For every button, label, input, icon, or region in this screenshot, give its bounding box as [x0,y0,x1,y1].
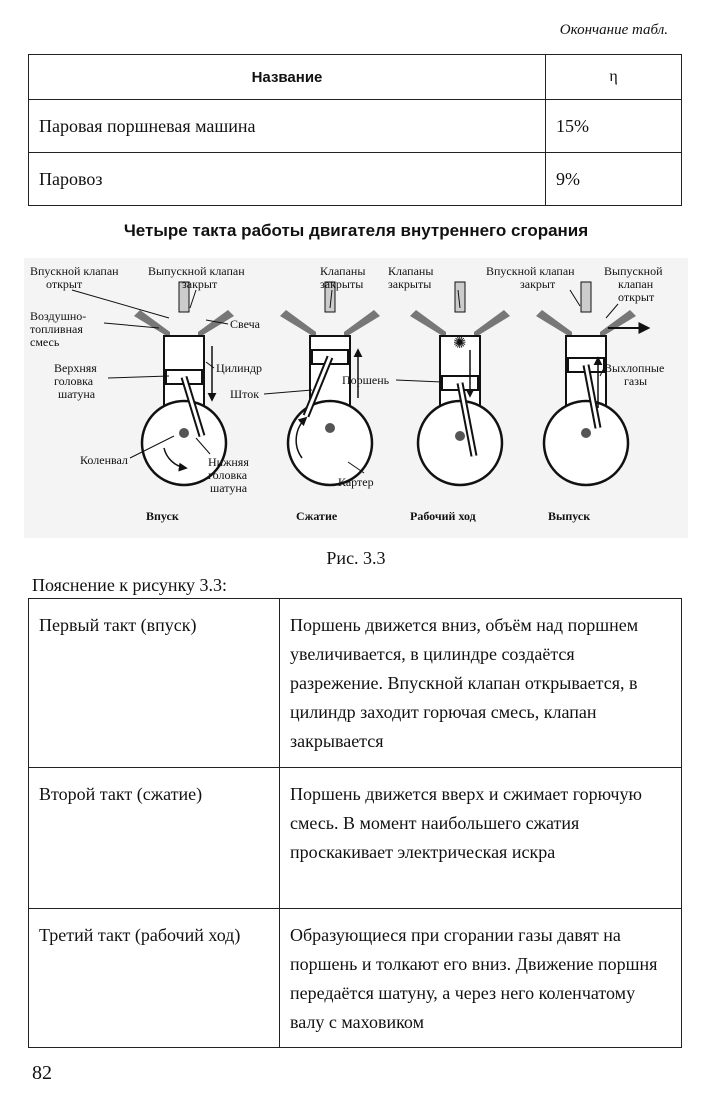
label-fuel-mixture: Воздушно- топливная смесь [30,309,89,349]
table-row: Паровая поршневая машина 15% [28,99,682,153]
table-row: Паровоз 9% [28,152,682,206]
label-upper-rod-head: Верхняя головка шатуна [54,361,100,401]
explanation-table: Первый такт (впуск) Поршень движется вни… [28,598,682,1048]
figure-caption: Рис. 3.3 [326,548,386,568]
table-row: Первый такт (впуск) Поршень движется вни… [28,598,682,768]
table-cell: Паровоз [28,152,546,206]
label-crankcase: Картер [338,475,374,489]
engine-exhaust [536,281,651,487]
engine-intake [134,281,234,487]
table-continuation-note: Окончание табл. [559,22,668,38]
explanation-title: Пояснение к рисунку 3.3: [32,575,228,595]
engine-diagram: ✺ [24,258,688,538]
stroke-description-cell: Поршень движется вверх и сжимает горючую… [279,767,682,909]
stroke-name-cell: Второй такт (сжатие) [28,767,280,909]
table-header-row: Название η [28,54,682,100]
stroke-description-cell: Образующиеся при сгорании газы давят на … [279,908,682,1048]
stroke-description-cell: Поршень движется вниз, объём над поршнем… [279,598,682,768]
table-row: Второй такт (сжатие) Поршень движется вв… [28,767,682,909]
stroke-label-compression: Сжатие [296,509,338,523]
figure-title: Четыре такта работы двигателя внутреннег… [123,221,589,240]
column-header-name: Название [28,54,546,100]
engine-power-stroke: ✺ [410,281,510,487]
label-piston: Поршень [342,373,390,387]
table-row: Третий такт (рабочий ход) Образующиеся п… [28,908,682,1048]
svg-text:✺: ✺ [453,335,466,352]
label-intake-open: Впускной клапан открыт [30,264,122,291]
label-exhaust-open: Выпускной клапан открыт [604,264,666,304]
page-number: 82 [32,1062,52,1084]
label-rod: Шток [230,387,259,401]
label-cylinder: Цилиндр [216,361,262,375]
efficiency-table: Название η Паровая поршневая машина 15% … [28,54,682,206]
stroke-label-power: Рабочий ход [410,509,476,523]
label-valves-closed-1: Клапаны закрыты [320,264,368,291]
label-lower-rod-head: Нижняя головка шатуна [208,455,252,495]
table-cell: 9% [545,152,682,206]
label-spark-plug: Свеча [230,317,261,331]
stroke-name-cell: Третий такт (рабочий ход) [28,908,280,1048]
label-exhaust-gases: Выхлопные газы [604,361,667,388]
label-exhaust-closed: Выпускной клапан закрыт [148,264,248,291]
column-header-efficiency: η [545,54,682,100]
stroke-label-exhaust: Выпуск [548,509,590,523]
table-cell: 15% [545,99,682,153]
label-intake-closed: Впускной клапан закрыт [486,264,578,291]
label-valves-closed-2: Клапаны закрыты [388,264,436,291]
stroke-label-intake: Впуск [146,509,179,523]
label-crankshaft: Коленвал [80,453,128,467]
stroke-name-cell: Первый такт (впуск) [28,598,280,768]
table-cell: Паровая поршневая машина [28,99,546,153]
